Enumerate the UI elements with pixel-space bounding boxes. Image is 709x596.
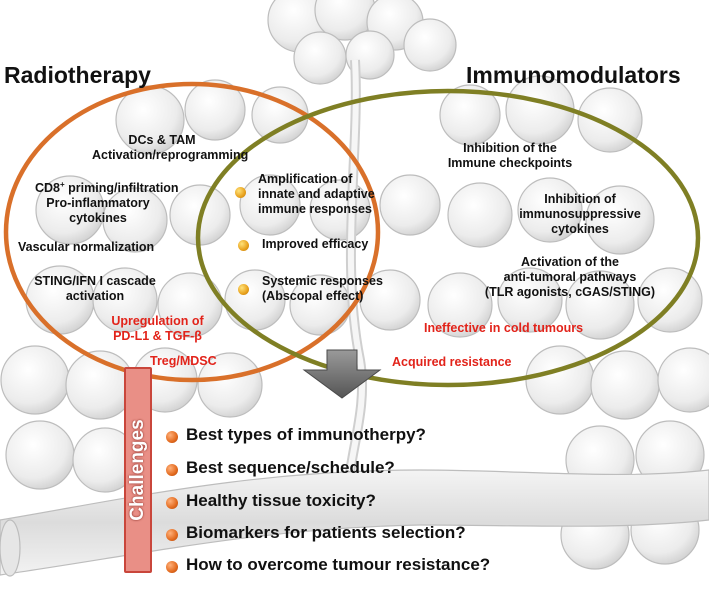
amplification-label: Amplification of innate and adaptive imm… bbox=[258, 172, 380, 217]
checkpoints-line1: Inhibition of the bbox=[463, 141, 557, 155]
amplification-line3: immune responses bbox=[258, 202, 372, 216]
sting-line1: STING/IFN I cascade bbox=[34, 274, 156, 288]
cd8-priming-text: priming/infiltration bbox=[64, 181, 179, 196]
cd8-superscript: + bbox=[60, 180, 65, 189]
radiotherapy-ellipse bbox=[3, 81, 381, 383]
cd8-text: CD8 bbox=[35, 181, 61, 196]
proinflammatory-label: Pro-inflammatory cytokines bbox=[38, 196, 158, 226]
immunomodulators-ellipse bbox=[195, 88, 701, 388]
immunosuppressive-line3: cytokines bbox=[551, 222, 609, 236]
cd8-label: CD8+ priming/infiltration bbox=[35, 177, 179, 196]
challenge-item: Best sequence/schedule? bbox=[186, 458, 395, 477]
challenge-item: Best types of immunotherpy? bbox=[186, 425, 426, 444]
improved-efficacy-bullet-icon bbox=[238, 240, 249, 251]
challenge-item: Biomarkers for patients selection? bbox=[186, 523, 466, 542]
systemic-bullet-icon bbox=[238, 284, 249, 295]
immunosuppressive-line1: Inhibition of bbox=[544, 192, 616, 206]
checkpoints-line2: Immune checkpoints bbox=[447, 156, 573, 170]
dcs-tam-line2: Activation/reprogramming bbox=[92, 148, 249, 162]
dcs-tam-label: DCs & TAM Activation/reprogramming bbox=[92, 133, 249, 163]
upregulation-line2: PD-L1 & TGF-β bbox=[113, 329, 202, 343]
activation-line3: (TLR agonists, cGAS/STING) bbox=[484, 285, 656, 299]
acquired-resistance-label: Acquired resistance bbox=[392, 355, 512, 369]
upregulation-label: Upregulation of PD-L1 & TGF-β bbox=[95, 314, 220, 344]
blood-vessels bbox=[0, 59, 709, 577]
challenge-bullet-icon bbox=[166, 464, 178, 476]
sting-line2: activation bbox=[65, 289, 125, 303]
systemic-line2: (Abscopal effect) bbox=[262, 289, 364, 303]
challenges-label: Challenges bbox=[127, 419, 148, 521]
down-arrow bbox=[302, 349, 382, 399]
improved-efficacy-label: Improved efficacy bbox=[262, 237, 369, 251]
challenge-item: How to overcome tumour resistance? bbox=[186, 555, 491, 574]
vascular-normalization-label: Vascular normalization bbox=[18, 240, 155, 254]
amplification-line1: Amplification of bbox=[258, 172, 353, 186]
antitumoral-activation-label: Activation of the anti-tumoral pathways … bbox=[470, 255, 670, 300]
challenge-bullet-icon bbox=[166, 431, 178, 443]
activation-line1: Activation of the bbox=[521, 255, 619, 269]
challenge-bullet-icon bbox=[166, 529, 178, 541]
proinflammatory-line1: Pro-inflammatory bbox=[46, 196, 150, 210]
challenges-box: Challenges bbox=[124, 367, 152, 573]
checkpoints-label: Inhibition of the Immune checkpoints bbox=[440, 141, 580, 171]
upregulation-line1: Upregulation of bbox=[111, 314, 204, 328]
proinflammatory-line2: cytokines bbox=[69, 211, 127, 225]
systemic-line1: Systemic responses bbox=[262, 274, 383, 288]
dcs-tam-line1: DCs & TAM bbox=[128, 133, 196, 147]
challenge-item: Healthy tissue toxicity? bbox=[186, 491, 376, 510]
amplification-line2: innate and adaptive bbox=[258, 187, 375, 201]
systemic-responses-label: Systemic responses (Abscopal effect) bbox=[262, 274, 383, 304]
immunosuppressive-line2: immunosuppressive bbox=[519, 207, 641, 221]
challenge-bullet-icon bbox=[166, 497, 178, 509]
sting-label: STING/IFN I cascade activation bbox=[25, 274, 165, 304]
amplification-bullet-icon bbox=[235, 187, 246, 198]
ineffective-cold-tumours-label: Ineffective in cold tumours bbox=[424, 321, 584, 335]
challenge-bullet-icon bbox=[166, 561, 178, 573]
treg-mdsc-label: Treg/MDSC bbox=[150, 354, 217, 368]
immunosuppressive-label: Inhibition of immunosuppressive cytokine… bbox=[515, 192, 645, 237]
activation-line2: anti-tumoral pathways bbox=[503, 270, 637, 284]
immunomodulators-title: Immunomodulators bbox=[466, 62, 681, 88]
radiotherapy-title: Radiotherapy bbox=[4, 62, 151, 88]
